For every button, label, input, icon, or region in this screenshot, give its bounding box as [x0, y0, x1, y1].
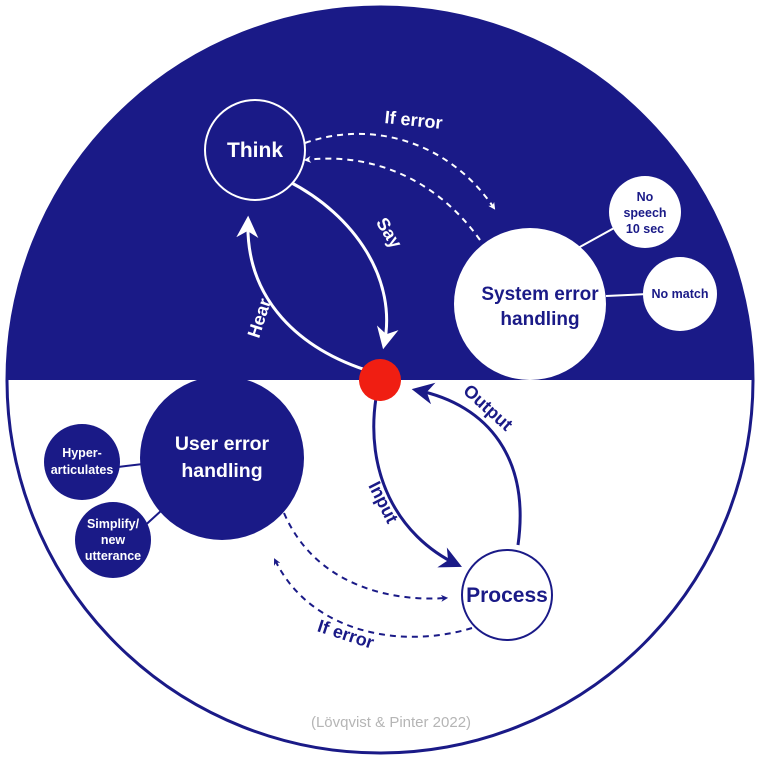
no-speech-label-3: 10 sec [626, 222, 664, 236]
simplify-label-3: utterance [85, 549, 141, 563]
think-node: Think [204, 99, 306, 201]
no-speech-label-2: speech [623, 206, 666, 220]
say-arrow [287, 179, 399, 350]
user-error-node: User error handling [140, 376, 304, 540]
system-error-node: System error handling [454, 228, 606, 380]
outer-circle-border [5, 5, 755, 755]
hyper-label-2: articulates [51, 463, 114, 477]
connector-no-match [605, 293, 649, 297]
simplify-label-2: new [101, 533, 126, 547]
user-error-label-1: User error [175, 433, 270, 455]
credit-text: (Lövqvist & Pinter 2022) [311, 714, 471, 731]
no-speech-node: No speech 10 sec [609, 176, 681, 248]
connector-hyper [117, 463, 144, 468]
no-match-node: No match [643, 257, 717, 331]
hear-arrow [236, 215, 373, 374]
hyper-node: Hyper- articulates [44, 424, 120, 500]
no-speech-label-1: No [637, 190, 654, 204]
center-dot [359, 359, 401, 401]
no-match-label: No match [652, 287, 709, 301]
simplify-label-1: Simplify/ [87, 517, 140, 531]
output-arrow [411, 382, 522, 546]
input-arrow [372, 397, 462, 568]
user-error-label-2: handling [181, 460, 262, 482]
hyper-label-1: Hyper- [62, 446, 102, 460]
if-error-bottom-arrow-2 [273, 558, 473, 638]
process-label: Process [466, 584, 548, 607]
simplify-node: Simplify/ new utterance [75, 502, 151, 578]
system-error-label-2: handling [500, 309, 579, 330]
system-error-label-1: System error [481, 284, 599, 305]
if-error-top-arrow-2 [303, 155, 481, 241]
if-error-bottom-arrow-1 [283, 512, 449, 602]
think-label: Think [227, 139, 283, 162]
process-node: Process [461, 549, 553, 641]
if-error-top-arrow-1 [304, 132, 496, 210]
